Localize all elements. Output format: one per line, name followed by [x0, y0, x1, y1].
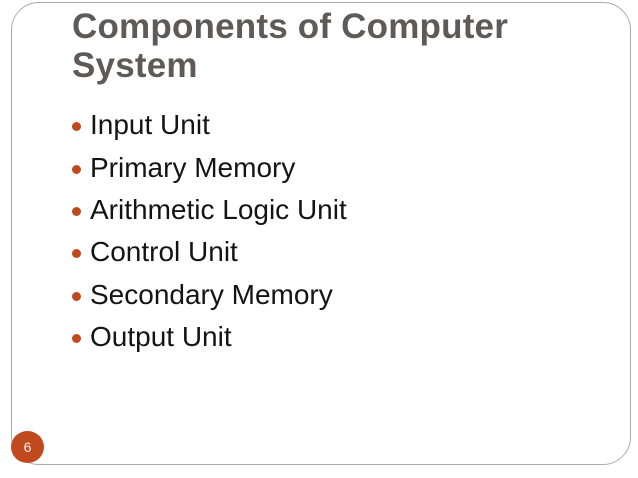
list-item: Input Unit: [72, 104, 347, 146]
bullet-icon: [72, 249, 81, 259]
page-number-badge: 6: [11, 431, 44, 463]
bullet-icon: [72, 334, 81, 344]
page-number: 6: [23, 439, 32, 455]
list-item-label: Input Unit: [90, 109, 210, 141]
list-item: Control Unit: [72, 231, 347, 273]
bullet-list: Input Unit Primary Memory Arithmetic Log…: [72, 104, 347, 358]
list-item: Output Unit: [72, 316, 347, 358]
list-item-label: Arithmetic Logic Unit: [90, 193, 347, 225]
list-item: Secondary Memory: [72, 274, 347, 316]
bullet-icon: [72, 122, 81, 132]
bullet-icon: [72, 206, 81, 216]
list-item-label: Secondary Memory: [90, 278, 333, 310]
bullet-icon: [72, 291, 81, 301]
list-item-label: Primary Memory: [90, 151, 296, 183]
list-item-label: Output Unit: [90, 321, 232, 353]
list-item: Arithmetic Logic Unit: [72, 189, 347, 231]
list-item: Primary Memory: [72, 146, 347, 188]
slide-frame-border: [11, 2, 631, 465]
list-item-label: Control Unit: [90, 236, 238, 268]
bullet-icon: [72, 164, 81, 174]
slide-title: Components of Computer System: [72, 7, 509, 85]
